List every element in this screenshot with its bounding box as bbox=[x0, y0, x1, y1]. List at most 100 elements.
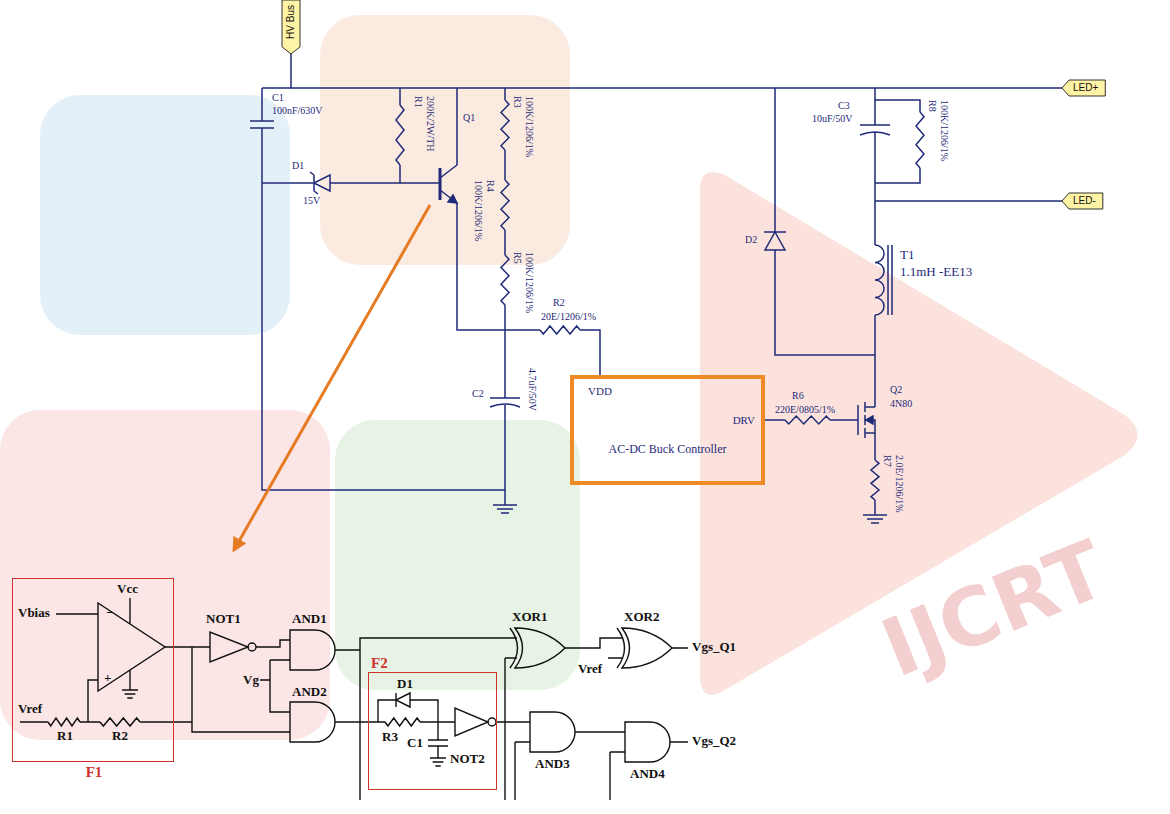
wire bbox=[505, 330, 600, 375]
part-label: Q2 bbox=[890, 384, 902, 396]
part-label: R7 bbox=[882, 455, 894, 467]
signal-label: Vg bbox=[243, 673, 259, 688]
resistor-symbol bbox=[871, 460, 879, 500]
function-frame: F2 bbox=[368, 672, 497, 790]
not-gate-symbol bbox=[210, 632, 248, 662]
value-label: 4N80 bbox=[890, 398, 912, 410]
value-label: C2 bbox=[472, 388, 484, 400]
watermark-shape bbox=[0, 410, 330, 740]
signal-label: + bbox=[104, 671, 111, 686]
function-frame: F1 bbox=[12, 578, 174, 762]
signal-label: D1 bbox=[397, 677, 413, 692]
part-label: 100K/1206/1% bbox=[473, 180, 485, 241]
part-label: R8 bbox=[927, 100, 939, 112]
part-label: C1 bbox=[272, 92, 284, 104]
value-label: 100K/1206/1% bbox=[939, 100, 951, 161]
resistor-symbol bbox=[916, 112, 924, 168]
signal-label: C1 bbox=[407, 736, 423, 751]
not-bubble bbox=[248, 643, 256, 651]
wire bbox=[496, 658, 688, 800]
part-label: 20E/1206/1% bbox=[541, 311, 596, 323]
node-text: VDD bbox=[588, 385, 612, 398]
signal-label: Vgs_Q2 bbox=[692, 734, 736, 749]
signal-label: R3 bbox=[382, 730, 398, 745]
signal-label: NOT2 bbox=[450, 752, 485, 767]
resistor-symbol bbox=[501, 100, 509, 150]
ground-symbol bbox=[430, 758, 446, 766]
part-label: R6 bbox=[792, 390, 804, 402]
body-arrow bbox=[866, 416, 873, 424]
node-text: F2 bbox=[371, 655, 388, 672]
wire-connector bbox=[291, 54, 1062, 88]
callout-arrow bbox=[234, 205, 430, 550]
resistor-symbol bbox=[385, 718, 420, 726]
not-bubble bbox=[488, 718, 496, 726]
node-text: LED+ bbox=[1073, 82, 1098, 94]
watermark-shape bbox=[40, 95, 290, 335]
tag-shape bbox=[1062, 80, 1105, 96]
watermark: IJCRT bbox=[870, 524, 1118, 696]
wire bbox=[875, 100, 1062, 201]
value-label: R2 bbox=[553, 297, 565, 309]
value-label: 220E/0805/1% bbox=[775, 404, 835, 416]
signal-label: Vref bbox=[18, 702, 42, 717]
not-gate-symbol bbox=[455, 708, 488, 736]
part-label: T1 bbox=[900, 248, 914, 263]
inductor-t1 bbox=[875, 245, 892, 407]
part-label: 100K/1206/1% bbox=[524, 96, 536, 157]
tag-shape bbox=[1062, 193, 1103, 209]
emitter-arrow bbox=[448, 195, 457, 203]
resistor-symbol bbox=[540, 326, 580, 334]
port-tag: LED+ bbox=[1062, 80, 1105, 96]
and-gate-symbol bbox=[290, 630, 335, 742]
wire bbox=[256, 640, 290, 712]
part-label: Q1 bbox=[463, 112, 475, 124]
signal-label: XOR2 bbox=[624, 610, 659, 625]
resistor-symbol bbox=[396, 105, 404, 165]
value-label: 200K/2W/TH bbox=[425, 96, 437, 152]
capacitor-c1 bbox=[250, 88, 505, 490]
mosfet-q2 bbox=[765, 402, 875, 515]
node-text: DRV bbox=[733, 414, 755, 427]
signal-label: R2 bbox=[112, 729, 128, 744]
signal-label: Vref bbox=[578, 662, 602, 677]
wire bbox=[440, 88, 505, 330]
wire bbox=[565, 638, 688, 658]
ground-symbol bbox=[493, 505, 517, 513]
value-label: 10uF/50V bbox=[812, 113, 853, 125]
resistor-symbol bbox=[48, 718, 80, 726]
signal-label: XOR1 bbox=[512, 610, 547, 625]
value-label: R4 bbox=[485, 180, 497, 192]
wire bbox=[490, 88, 520, 505]
transistor-q1 bbox=[439, 168, 442, 200]
value-label: R5 bbox=[512, 252, 524, 264]
resistor-symbol bbox=[785, 416, 830, 424]
signal-label: AND4 bbox=[630, 767, 665, 782]
value-label: D1 bbox=[292, 160, 304, 172]
signal-label: Vcc bbox=[117, 582, 138, 597]
diode-d2 bbox=[764, 88, 875, 355]
node-text: LED- bbox=[1073, 195, 1096, 207]
signal-label: Vgs_Q1 bbox=[692, 640, 736, 655]
resistor-symbol bbox=[501, 255, 509, 305]
resistor-symbol bbox=[100, 718, 140, 726]
port-flag: HV Bus bbox=[282, 0, 300, 54]
logic-circuit bbox=[20, 598, 688, 800]
ground-symbol bbox=[863, 515, 887, 523]
controller-box: VDDDRVAC-DC Buck Controller bbox=[570, 375, 765, 485]
value-label: R3 bbox=[512, 96, 524, 108]
port-tag: LED- bbox=[1062, 193, 1103, 209]
node-text: F1 bbox=[86, 764, 103, 781]
capacitor-c3 bbox=[860, 88, 890, 245]
signal-label: Vbias bbox=[18, 606, 50, 621]
value-label: 100nF/630V bbox=[272, 105, 323, 117]
part-label: 15V bbox=[303, 195, 320, 207]
part-label: 100K/1206/1% bbox=[524, 252, 536, 313]
and-gate-symbol bbox=[530, 712, 670, 762]
wire bbox=[262, 182, 440, 184]
wire bbox=[262, 87, 291, 89]
wire bbox=[20, 647, 290, 732]
value-label: 2.0E/1206/1% bbox=[894, 455, 906, 513]
